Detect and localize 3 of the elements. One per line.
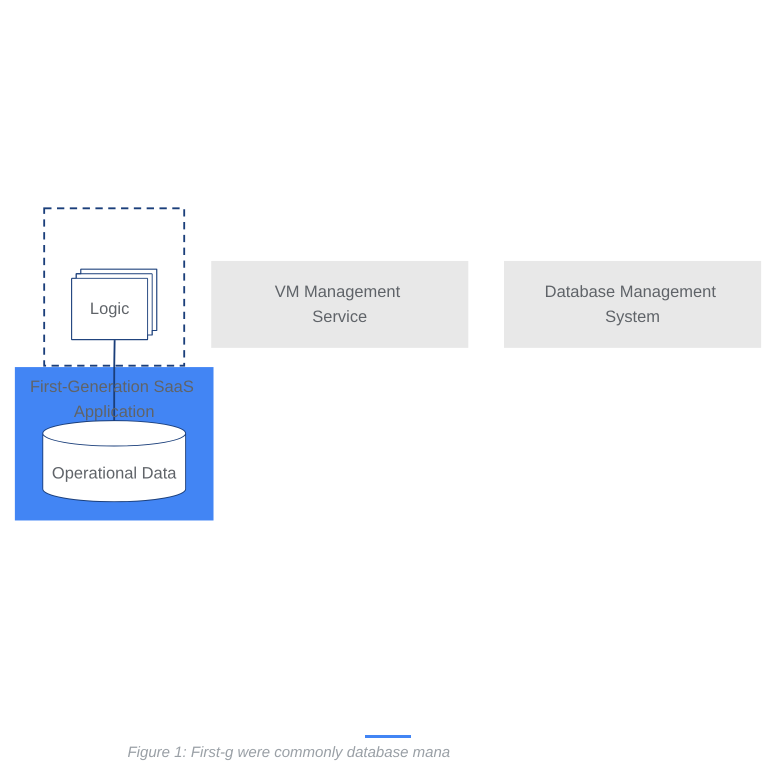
connector xyxy=(112,340,116,421)
figure-caption: Figure 1: First-g were commonly database mana xyxy=(128,744,452,761)
cluster xyxy=(42,208,185,367)
